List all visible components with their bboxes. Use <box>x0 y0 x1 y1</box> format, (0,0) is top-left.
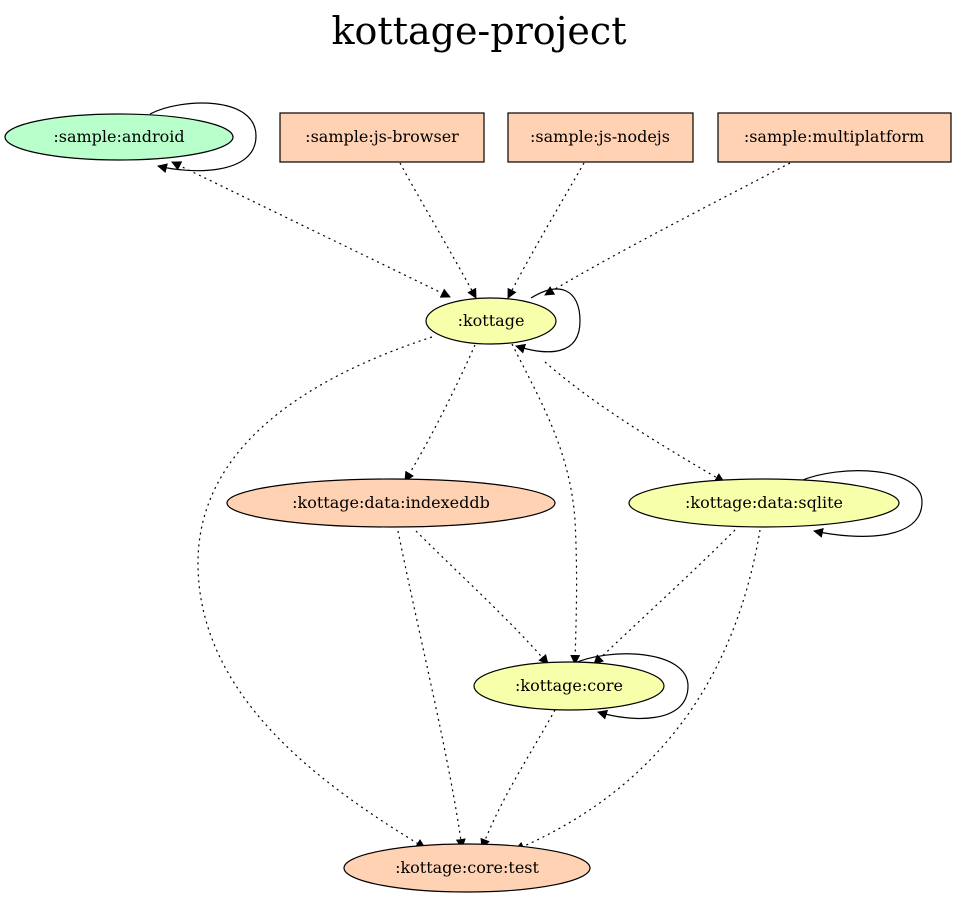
node-kottage-core-test[interactable]: :kottage:core:test <box>343 843 591 893</box>
node-label: :sample:multiplatform <box>744 127 924 146</box>
edge-sqlite-self <box>799 470 923 538</box>
node-sample-js-nodejs[interactable]: :sample:js-nodejs <box>507 112 694 163</box>
node-kottage-data-sqlite[interactable]: :kottage:data:sqlite <box>628 478 900 528</box>
node-label: :kottage <box>458 311 525 330</box>
edge-kottage-core <box>511 343 581 665</box>
node-shape-box <box>279 112 485 163</box>
node-shape-ellipse <box>343 843 591 893</box>
edge-kottage-android <box>171 161 451 298</box>
node-shape-box <box>507 112 694 163</box>
edge-indexeddb-core <box>415 530 549 665</box>
edge-kottage-core-test <box>197 336 433 849</box>
node-sample-android[interactable]: :sample:android <box>4 113 234 161</box>
node-shape-box <box>717 112 952 163</box>
node-kottage-data-indexeddb[interactable]: :kottage:data:indexeddb <box>226 478 556 528</box>
node-kottage[interactable]: :kottage <box>425 297 557 345</box>
edge-js-browser-kottage <box>399 162 477 299</box>
node-label: :kottage:data:sqlite <box>685 493 843 512</box>
node-shape-ellipse <box>226 478 556 528</box>
edge-js-nodejs-kottage <box>507 162 585 299</box>
node-shape-ellipse <box>4 113 234 161</box>
node-label: :sample:android <box>53 127 184 146</box>
edge-kottage-self <box>515 288 581 354</box>
node-label: :kottage:core:test <box>395 858 539 877</box>
edge-sqlite-core <box>593 529 736 665</box>
node-sample-js-browser[interactable]: :sample:js-browser <box>279 112 485 163</box>
edge-kottage-sqlite <box>544 361 725 483</box>
node-label: :kottage:core <box>515 676 623 695</box>
edge-indexeddb-core-test <box>397 530 466 849</box>
node-label: :kottage:data:indexeddb <box>292 493 490 512</box>
edge-multiplatform-kottage <box>544 162 791 296</box>
node-label: :sample:js-nodejs <box>530 127 670 146</box>
node-shape-ellipse <box>628 478 900 528</box>
node-shape-ellipse <box>425 297 557 345</box>
node-shape-ellipse <box>473 661 665 711</box>
edges <box>149 102 923 852</box>
node-kottage-core[interactable]: :kottage:core <box>473 661 665 711</box>
edge-core-core-test <box>480 709 556 849</box>
edge-sqlite-core-test <box>514 529 761 852</box>
node-label: :sample:js-browser <box>305 127 459 146</box>
edge-core-self <box>569 653 689 720</box>
edge-kottage-indexeddb <box>404 344 476 482</box>
graph-title: kottage-project <box>332 9 627 53</box>
nodes: :sample:android :sample:js-browser :samp… <box>4 112 952 893</box>
node-sample-multiplatform[interactable]: :sample:multiplatform <box>717 112 952 163</box>
